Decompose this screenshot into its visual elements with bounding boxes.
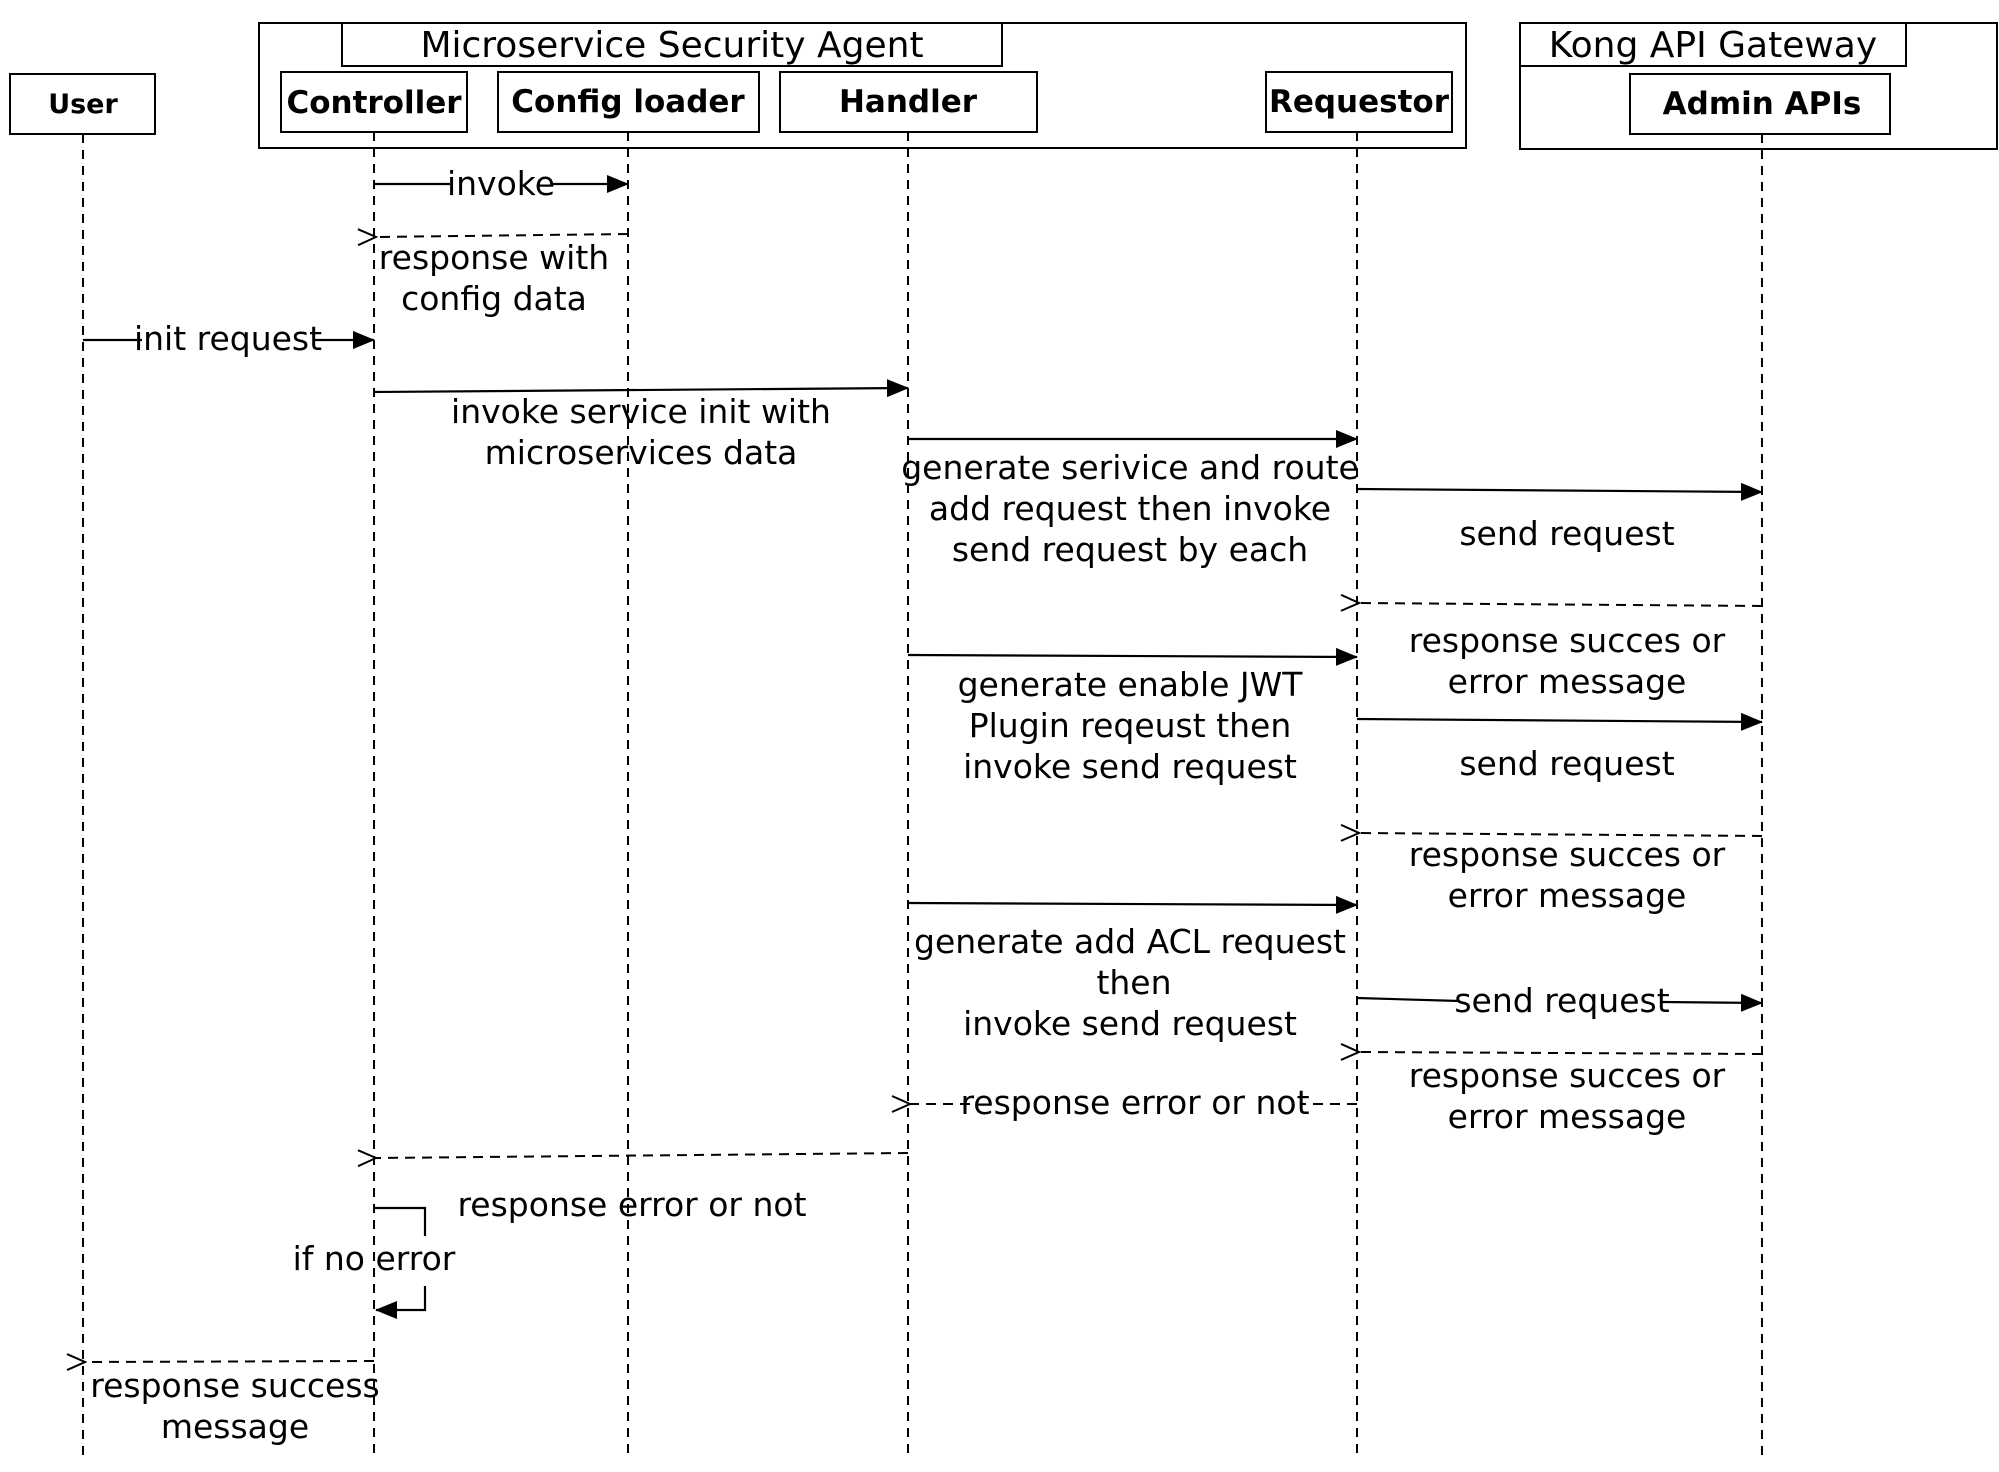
- message-generate-service-route: generate serivice and route add request …: [901, 430, 1359, 569]
- message-response-error-2-label: response error or not: [457, 1185, 806, 1224]
- message-response-success-line2: message: [161, 1407, 309, 1446]
- message-send-request-3-label: send request: [1454, 981, 1669, 1020]
- message-response-1-line1: response succes or: [1409, 621, 1726, 660]
- participant-config-loader: Config loader: [497, 71, 760, 133]
- participant-admin-apis: Admin APIs: [1629, 73, 1891, 135]
- message-generate-service-route-line3: send request by each: [952, 530, 1308, 569]
- participant-controller: Controller: [280, 71, 468, 133]
- message-response-config-line2: config data: [401, 279, 587, 318]
- message-response-2-line2: error message: [1448, 876, 1687, 915]
- message-response-3-line2: error message: [1448, 1097, 1687, 1136]
- message-invoke-service-init: invoke service init with microservices d…: [373, 379, 909, 472]
- message-if-no-error-label: if no error: [293, 1239, 456, 1278]
- message-response-3-line1: response succes or: [1409, 1056, 1726, 1095]
- message-response-3: response succes or error message: [1359, 1052, 1763, 1136]
- participant-config-loader-label: Config loader: [511, 84, 745, 120]
- message-response-1: response succes or error message: [1359, 603, 1763, 701]
- message-generate-service-route-line2: add request then invoke: [929, 489, 1331, 528]
- message-generate-jwt-line2: Plugin reqeust then: [969, 706, 1292, 745]
- message-response-error-1-label: response error or not: [960, 1083, 1309, 1122]
- message-response-success-line1: response success: [90, 1366, 379, 1405]
- message-send-request-1: send request: [1356, 482, 1763, 553]
- message-invoke-service-init-line2: microservices data: [485, 433, 798, 472]
- participant-handler-label: Handler: [839, 84, 978, 120]
- message-response-2: response succes or error message: [1359, 833, 1763, 915]
- message-response-1-line2: error message: [1448, 662, 1687, 701]
- message-response-config: response with config data: [376, 234, 629, 318]
- message-generate-acl-line1: generate add ACL request: [914, 922, 1346, 961]
- message-init-request-label: init request: [134, 319, 322, 358]
- participant-requestor-label: Requestor: [1269, 84, 1450, 120]
- message-invoke-service-init-line1: invoke service init with: [451, 392, 831, 431]
- message-generate-acl-line3: invoke send request: [963, 1004, 1297, 1043]
- participant-admin-apis-label: Admin APIs: [1663, 86, 1862, 122]
- message-response-config-line1: response with: [379, 238, 609, 277]
- message-send-request-1-label: send request: [1459, 514, 1674, 553]
- message-if-no-error: if no error: [293, 1206, 456, 1319]
- message-send-request-2-label: send request: [1459, 744, 1674, 783]
- participant-controller-label: Controller: [286, 85, 462, 121]
- participant-user: User: [9, 73, 156, 135]
- message-generate-jwt: generate enable JWT Plugin reqeust then …: [907, 647, 1358, 786]
- message-response-success: response success message: [85, 1361, 380, 1446]
- message-generate-jwt-line1: generate enable JWT: [958, 665, 1304, 704]
- message-generate-acl-line2: then: [1096, 963, 1171, 1002]
- message-generate-acl: generate add ACL request then invoke sen…: [907, 895, 1358, 1043]
- message-send-request-2: send request: [1356, 712, 1763, 783]
- participant-handler: Handler: [779, 71, 1038, 133]
- message-init-request: init request: [83, 319, 375, 358]
- group-title-gateway: Kong API Gateway: [1549, 25, 1877, 66]
- message-invoke-label: invoke: [447, 164, 555, 203]
- participant-user-label: User: [48, 89, 118, 120]
- message-response-error-2: response error or not: [376, 1153, 909, 1224]
- message-send-request-3: send request: [1356, 981, 1763, 1020]
- message-generate-service-route-line1: generate serivice and route: [901, 448, 1359, 487]
- group-title-agent: Microservice Security Agent: [420, 25, 923, 66]
- message-generate-jwt-line3: invoke send request: [963, 747, 1297, 786]
- participant-requestor: Requestor: [1265, 71, 1453, 133]
- message-invoke: invoke: [374, 164, 629, 203]
- message-response-error-1: response error or not: [910, 1083, 1357, 1122]
- message-response-2-line1: response succes or: [1409, 835, 1726, 874]
